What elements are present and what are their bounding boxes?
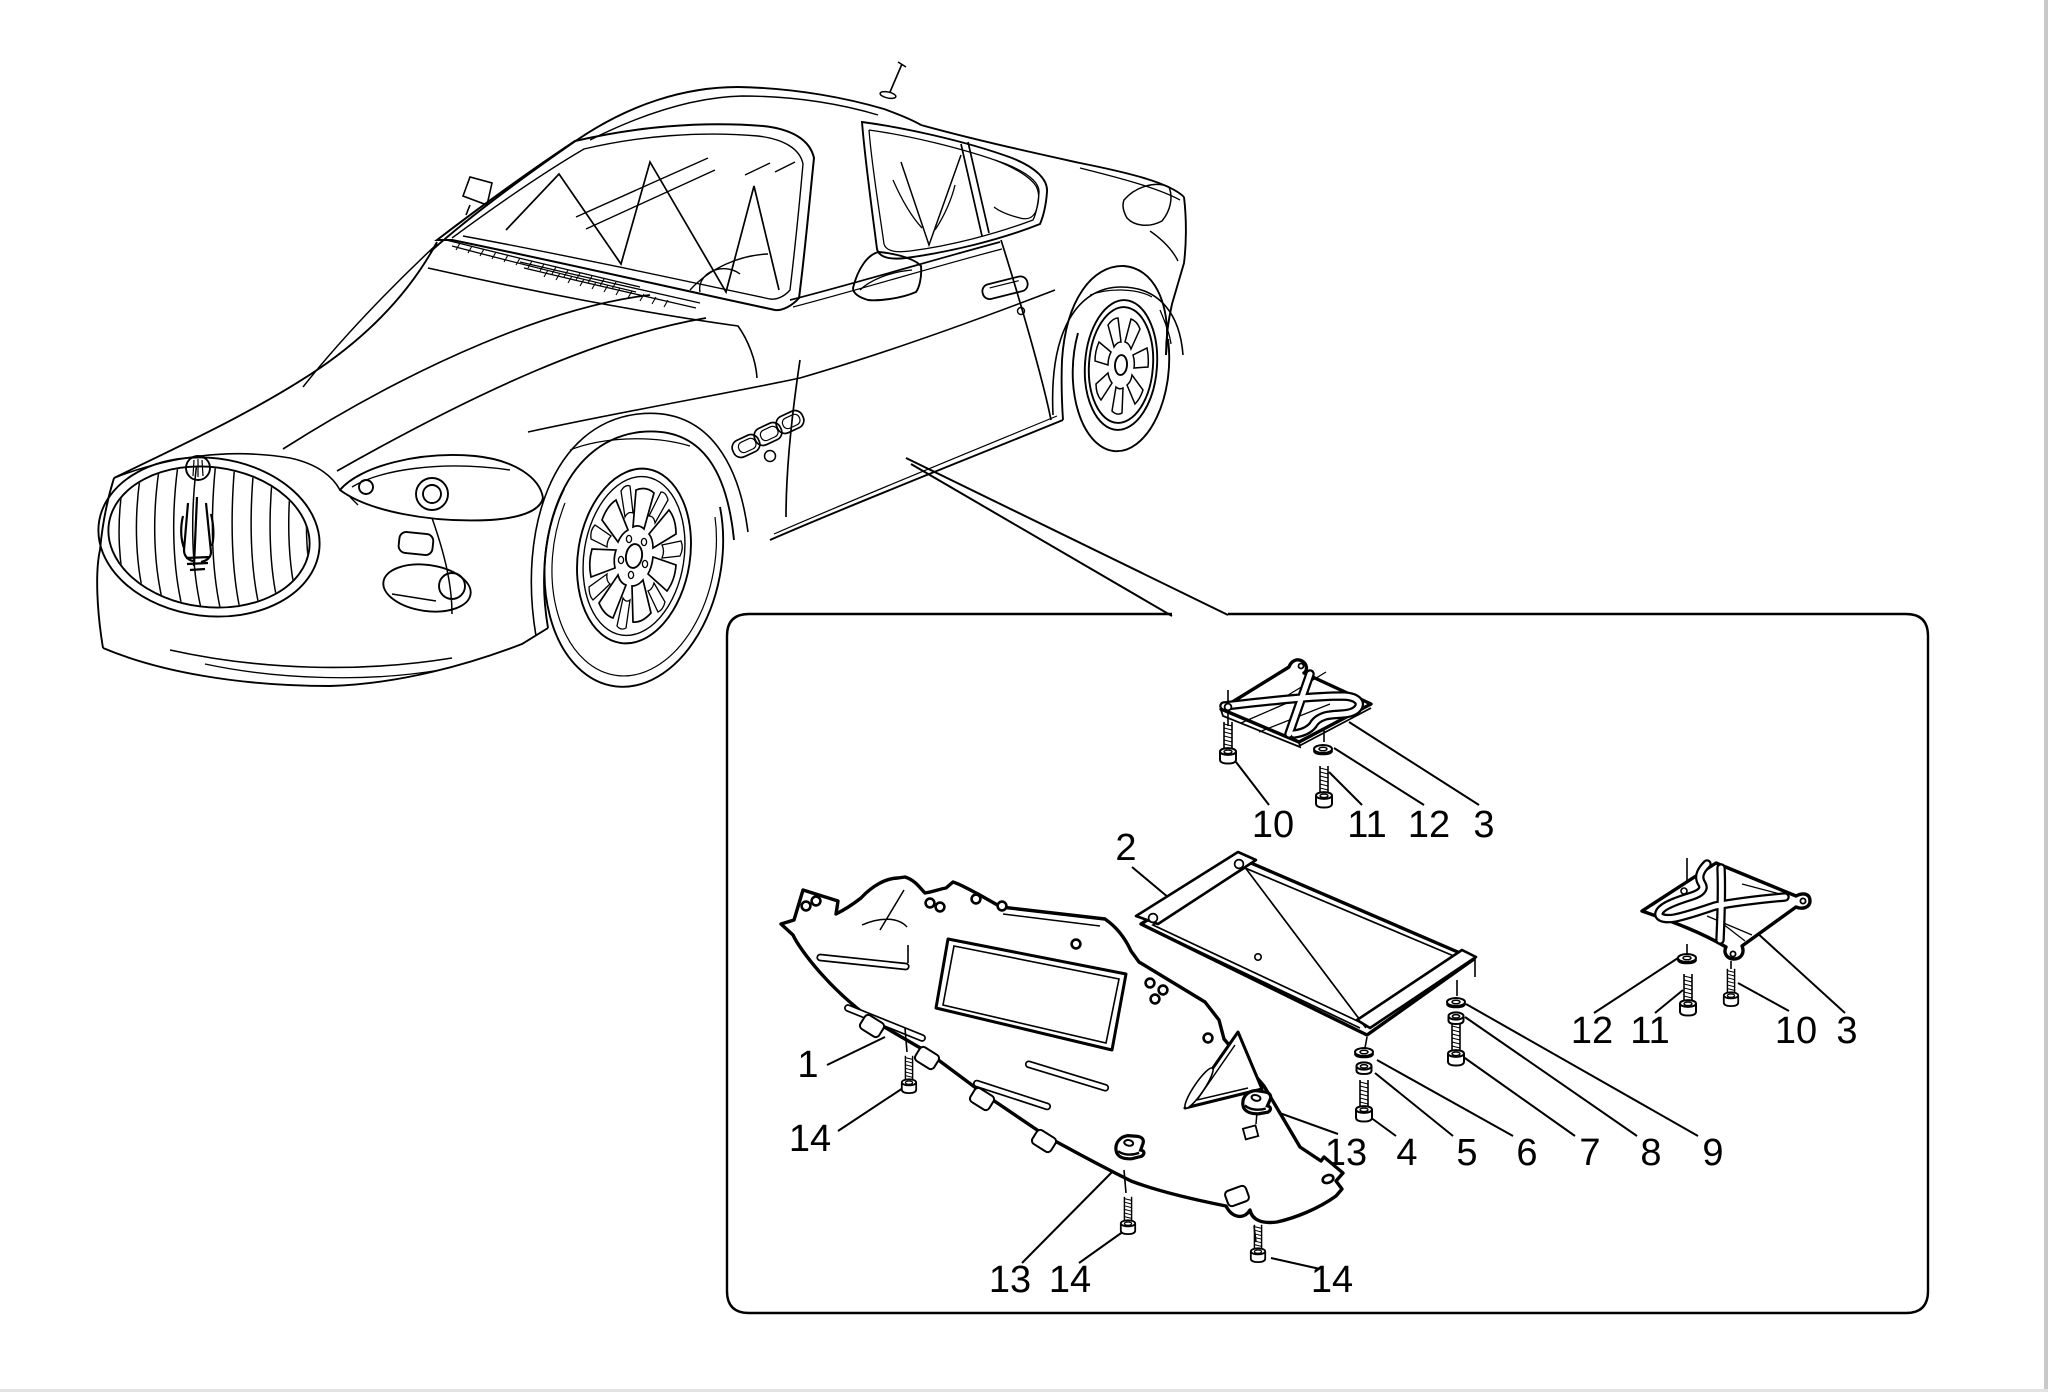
svg-text:9: 9 <box>1702 1132 1723 1174</box>
svg-text:4: 4 <box>1396 1132 1417 1174</box>
svg-text:8: 8 <box>1640 1132 1661 1174</box>
svg-text:11: 11 <box>1347 804 1386 846</box>
svg-text:2: 2 <box>1115 827 1136 869</box>
svg-text:14: 14 <box>789 1118 831 1160</box>
svg-text:12: 12 <box>1571 1010 1613 1052</box>
svg-text:14: 14 <box>1049 1259 1091 1301</box>
svg-text:13: 13 <box>989 1259 1031 1301</box>
svg-text:7: 7 <box>1579 1132 1600 1174</box>
svg-text:14: 14 <box>1311 1259 1353 1301</box>
svg-text:10: 10 <box>1775 1010 1817 1052</box>
svg-text:1: 1 <box>797 1044 818 1086</box>
svg-text:3: 3 <box>1473 804 1494 846</box>
svg-text:3: 3 <box>1836 1010 1857 1052</box>
svg-text:11: 11 <box>1630 1010 1669 1052</box>
svg-text:6: 6 <box>1516 1132 1537 1174</box>
svg-text:5: 5 <box>1456 1132 1477 1174</box>
svg-text:12: 12 <box>1408 804 1450 846</box>
svg-text:10: 10 <box>1252 804 1294 846</box>
